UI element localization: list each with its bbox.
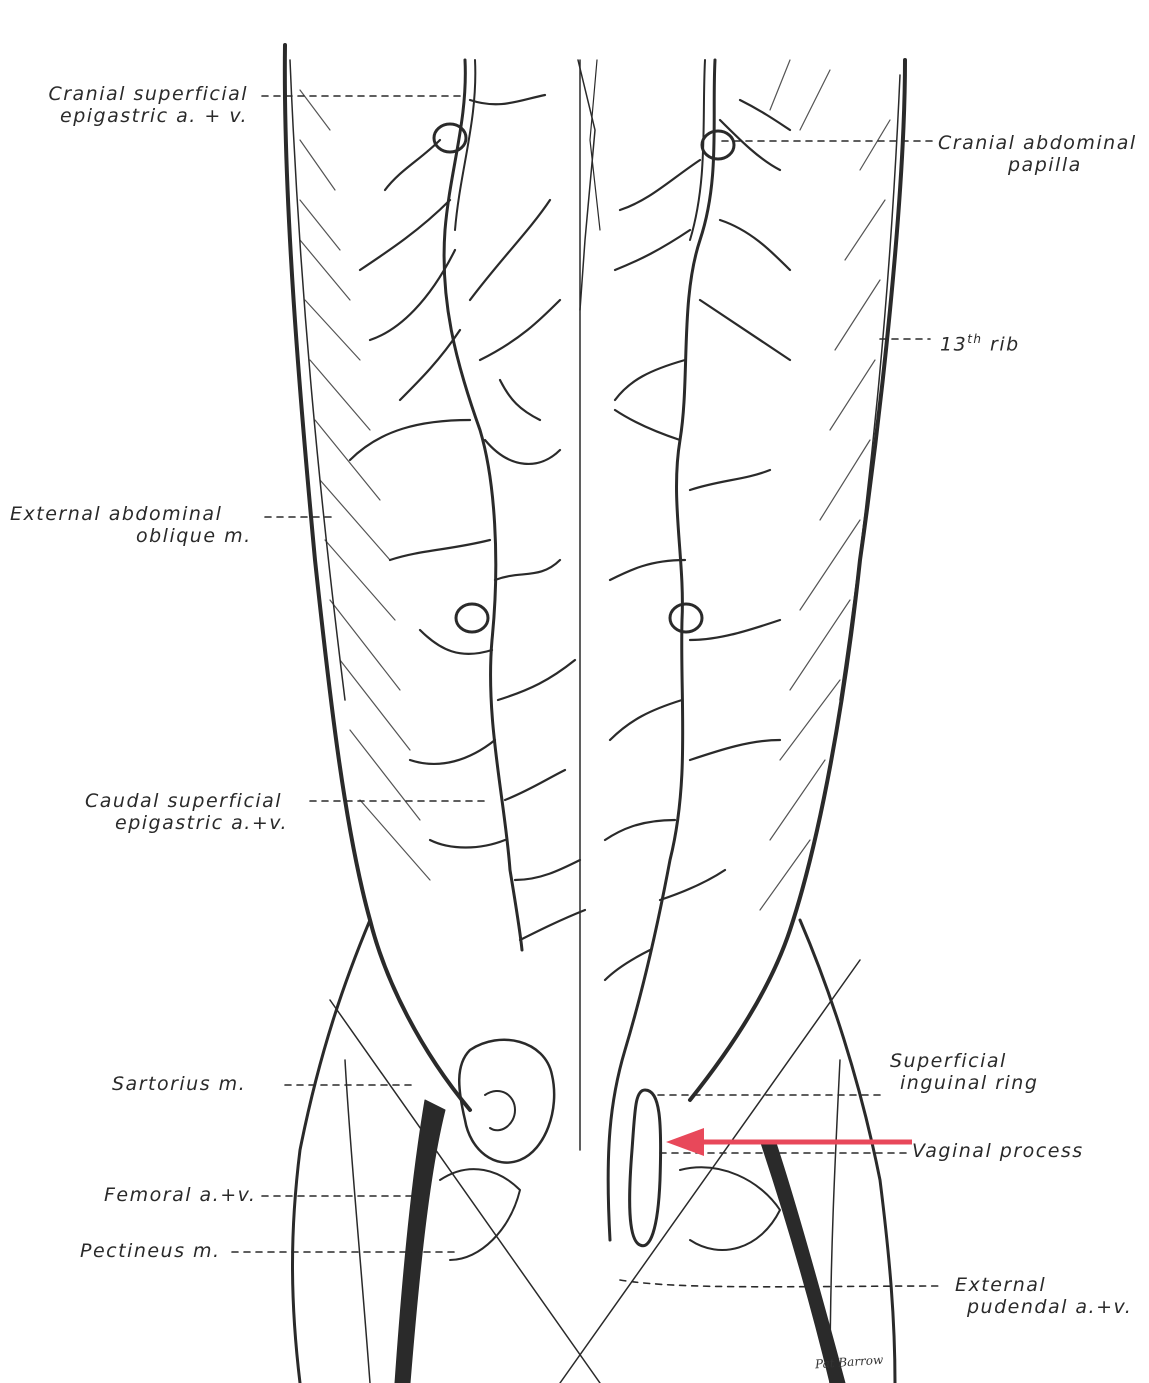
left-sartorius-band [395, 1100, 445, 1383]
left-epigastric-vessel [444, 60, 522, 950]
label-cranial-abdominal-papilla: Cranial abdominal papilla [938, 132, 1137, 176]
right-body-contour [690, 60, 905, 1100]
label-13th-rib: 13th rib [940, 328, 1020, 355]
label-external-pudendal: External pudendal a.+v. [955, 1274, 1132, 1318]
label-line: oblique m. [10, 525, 252, 547]
label-text: Sartorius m. [112, 1073, 246, 1095]
label-line: Caudal superficial [85, 790, 288, 812]
label-line: Cranial superficial [30, 83, 248, 105]
label-pectineus: Pectineus m. [80, 1240, 221, 1262]
left-body-contour [285, 45, 470, 1110]
rib-number: 13 [940, 333, 967, 355]
label-line: Superficial [890, 1050, 1038, 1072]
right-epigastric-vessel [608, 60, 715, 1240]
label-line: Cranial abdominal [938, 132, 1137, 154]
label-sartorius: Sartorius m. [112, 1073, 246, 1095]
label-vaginal-process: Vaginal process [912, 1140, 1084, 1162]
label-line: External [955, 1274, 1132, 1296]
label-external-abdominal-oblique: External abdominal oblique m. [10, 503, 252, 547]
label-line: inguinal ring [890, 1072, 1038, 1094]
label-caudal-superficial-epigastric: Caudal superficial epigastric a.+v. [85, 790, 288, 834]
lymph-node [459, 1040, 554, 1163]
label-line: pudendal a.+v. [955, 1296, 1132, 1318]
label-line: External abdominal [10, 503, 252, 525]
vaginal-process [630, 1090, 661, 1246]
left-thigh-outer [293, 920, 371, 1383]
label-text: Vaginal process [912, 1140, 1084, 1162]
left-cranial-papilla [434, 124, 466, 152]
label-line: epigastric a. + v. [30, 105, 248, 127]
label-superficial-inguinal-ring: Superficial inguinal ring [890, 1050, 1038, 1094]
label-cranial-superficial-epigastric: Cranial superficial epigastric a. + v. [30, 83, 248, 127]
right-middle-papilla [670, 604, 702, 632]
rib-superscript: th [967, 332, 982, 346]
label-line: epigastric a.+v. [85, 812, 288, 834]
rib-word: rib [990, 333, 1020, 355]
label-femoral: Femoral a.+v. [104, 1184, 256, 1206]
label-text: Femoral a.+v. [104, 1184, 256, 1206]
label-line: papilla [938, 154, 1137, 176]
label-text: Pectineus m. [80, 1240, 221, 1262]
right-cranial-papilla [702, 131, 734, 159]
left-middle-papilla [456, 604, 488, 632]
